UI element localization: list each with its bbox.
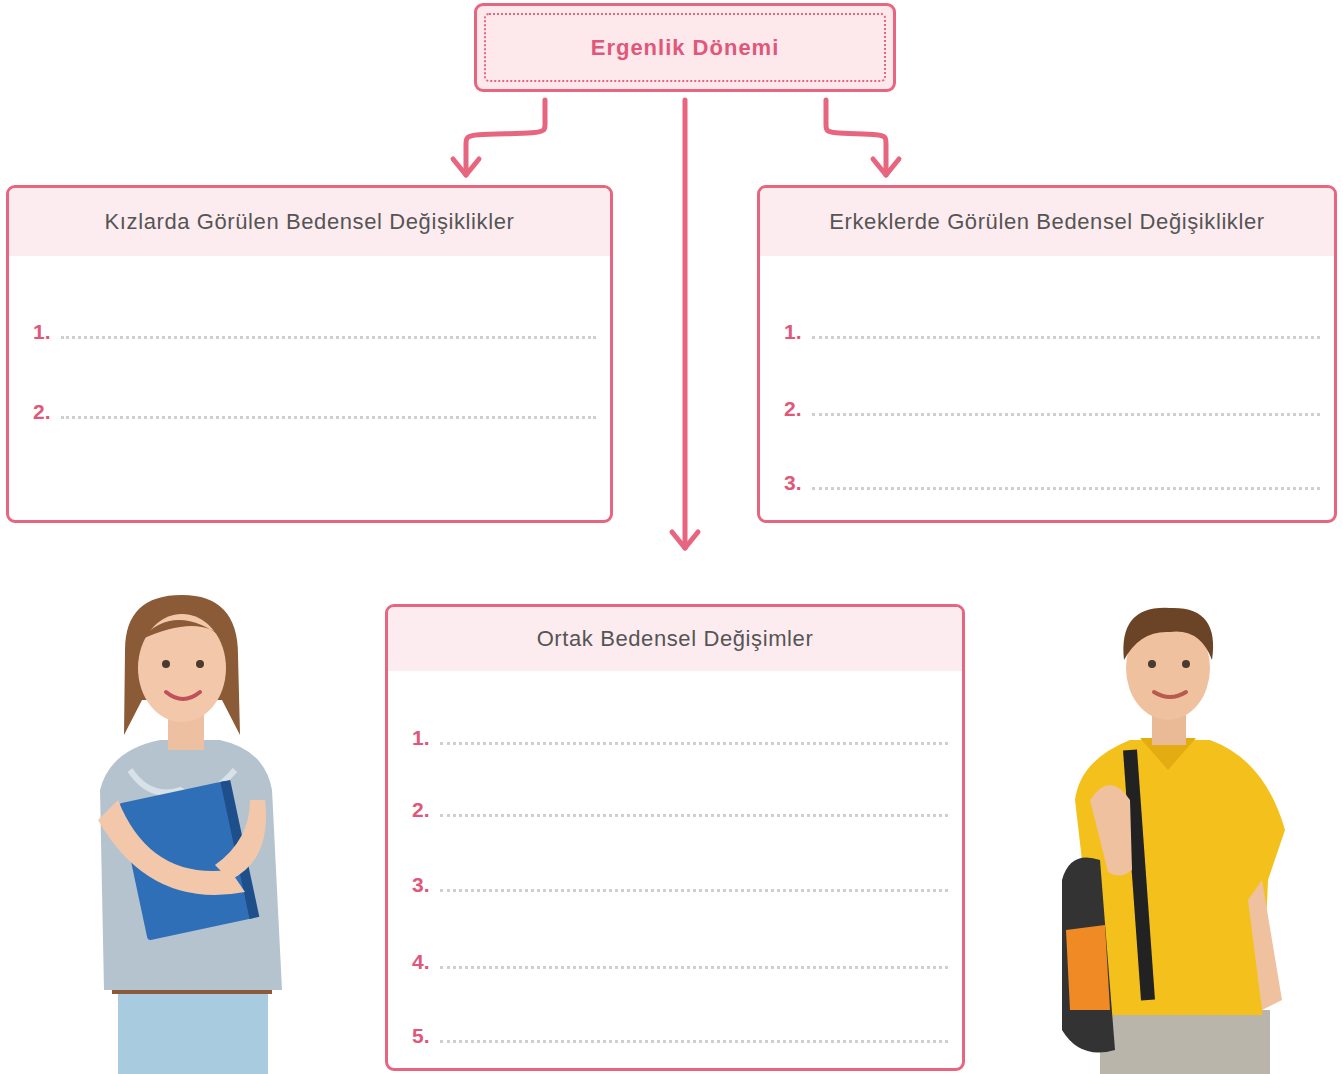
answer-line: 2. [33,395,596,425]
hair [1123,608,1213,660]
item-number: 2. [33,399,51,425]
arrow-connector [826,100,886,175]
dotted-line [61,416,596,419]
list-box: Erkeklerde Görülen Bedensel Değişiklikle… [757,185,1337,523]
header-band: Ortak Bedensel Değişimler [388,607,962,671]
answer-line: 1. [33,315,596,345]
answer-line: 2. [784,392,1320,422]
arrow-connector [466,100,545,175]
item-number: 4. [412,949,430,975]
jeans [118,985,268,1074]
backpack-strap [1130,750,1148,1000]
eye [162,660,170,668]
face [138,614,226,722]
hair [124,595,240,735]
arm [98,800,245,895]
title-text: Ergenlik Dönemi [591,35,780,61]
item-number: 5. [412,1023,430,1049]
list-box: Kızlarda Görülen Bedensel Değişiklikler 1… [6,185,613,523]
item-number: 1. [412,725,430,751]
list-box: Ortak Bedensel Değişimler 1. 2. 3. 4. 5. [385,604,965,1071]
dotted-line [61,336,596,339]
answer-line: 3. [784,466,1320,496]
dotted-line [440,814,948,817]
arrow-connector [683,100,688,548]
dotted-line [440,1040,948,1043]
box-heading: Erkeklerde Görülen Bedensel Değişiklikle… [819,209,1274,235]
eye [196,660,204,668]
item-number: 3. [412,872,430,898]
arm [1248,880,1282,1010]
header-band: Erkeklerde Görülen Bedensel Değişiklikle… [760,188,1334,256]
backpack-pocket [1066,925,1110,1010]
dotted-line [812,336,1320,339]
shirt [100,740,282,990]
item-number: 1. [33,319,51,345]
boy-figure [1062,608,1285,1074]
item-number: 2. [412,797,430,823]
girl-figure [98,595,282,1074]
answer-line: 2. [412,793,948,823]
answer-line: 4. [412,945,948,975]
trousers [1100,1010,1270,1074]
dotted-frame [484,13,886,82]
smile [166,692,200,699]
item-number: 2. [784,396,802,422]
backpack [1062,858,1115,1053]
dotted-line [440,742,948,745]
dotted-line [440,966,948,969]
eye [1182,660,1190,668]
answer-line: 5. [412,1019,948,1049]
arm [1090,785,1132,876]
arm [215,800,266,880]
title-box: Ergenlik Dönemi [474,3,896,92]
header-band: Kızlarda Görülen Bedensel Değişiklikler [9,188,610,256]
answer-line: 1. [784,315,1320,345]
answer-line: 1. [412,721,948,751]
box-heading: Kızlarda Görülen Bedensel Değişiklikler [95,209,525,235]
item-number: 1. [784,319,802,345]
eye [1148,660,1156,668]
dotted-line [812,413,1320,416]
dotted-line [812,487,1320,490]
item-number: 3. [784,470,802,496]
fringe [140,620,226,640]
answer-line: 3. [412,868,948,898]
dotted-line [440,889,948,892]
smile [1154,692,1186,697]
box-heading: Ortak Bedensel Değişimler [527,626,824,652]
